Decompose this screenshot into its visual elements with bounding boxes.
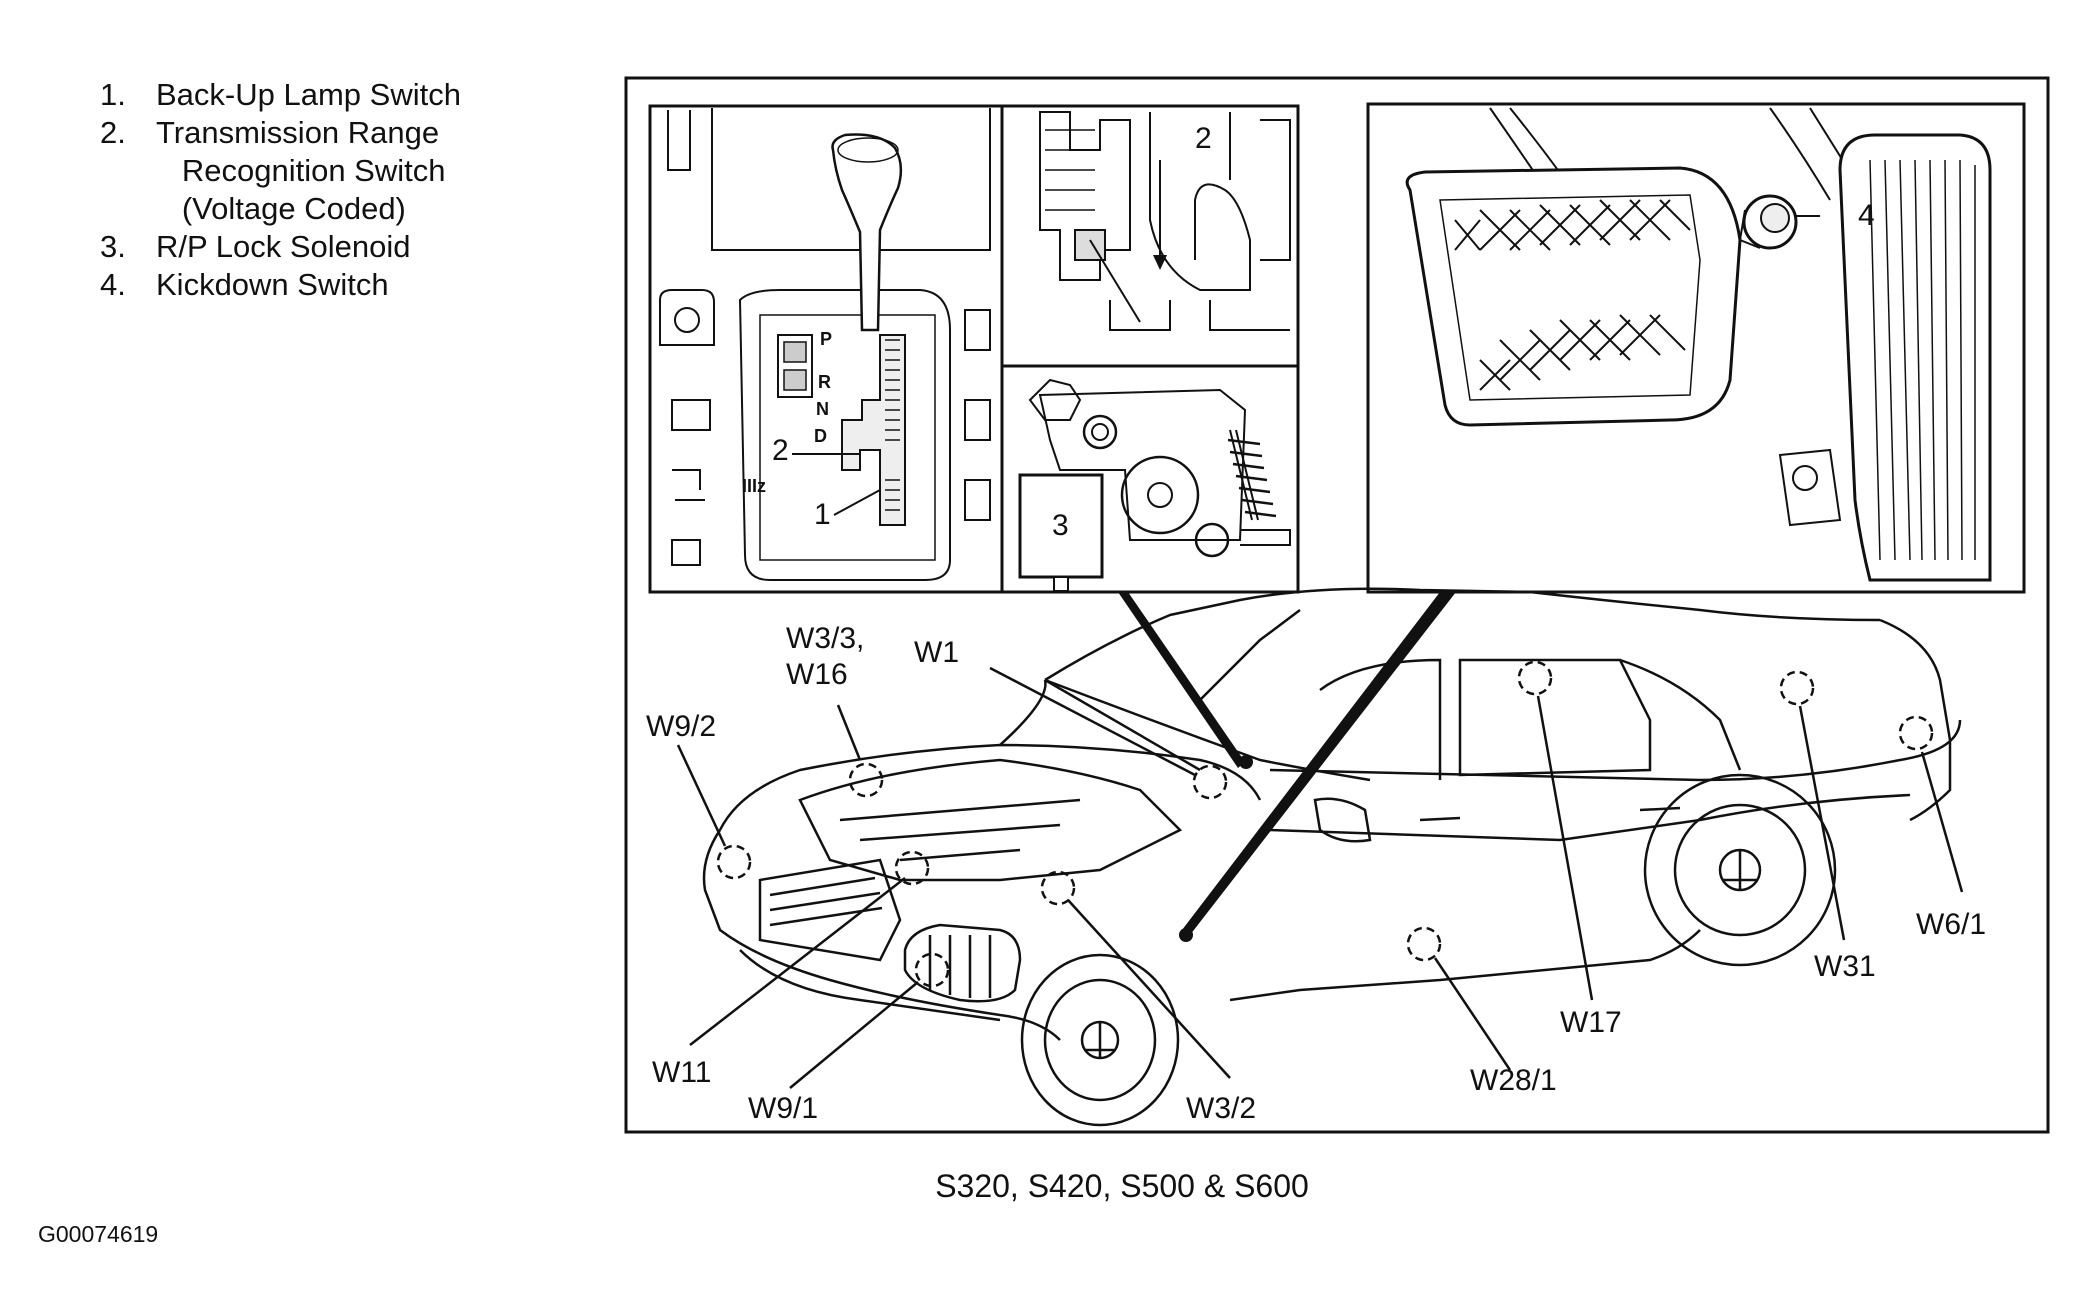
gear-letter-n: N [816,399,829,419]
return-spring [1227,438,1277,518]
vehicle-outline [702,587,1962,1127]
solenoid-inset: 3 [1000,364,1300,594]
legend-text: R/P Lock Solenoid [156,229,411,264]
marker-w11 [894,850,930,886]
label-w1: W1 [914,636,959,669]
callout-2-shifter: 2 [772,434,789,467]
label-w9-1: W9/1 [748,1092,818,1125]
legend-number: 1. [100,77,126,112]
marker-w1 [1192,764,1228,800]
inset-pointer [1182,592,1456,935]
shifter-inset: P R N D IIIz 2 1 [648,104,1004,594]
label-w28-1: W28/1 [1470,1064,1557,1097]
lock-cam [1120,455,1200,535]
callout-3: 3 [1052,509,1069,542]
label-w3-3: W3/3, [786,622,864,655]
callout-4: 4 [1858,199,1875,232]
inset-pointer [1118,592,1245,768]
legend-number: 3. [100,229,126,264]
label-w9-2: W9/2 [646,710,716,743]
legend-number: 2. [100,115,126,150]
range-switch-inset: 2 [1000,104,1300,368]
label-w6-1: W6/1 [1916,908,1986,941]
legend-item: 3. R/P Lock Solenoid [100,228,461,266]
console-panel [711,108,991,251]
marker-w28-1 [1406,926,1442,962]
legend-item: 1. Back-Up Lamp Switch [100,76,461,114]
gear-letter-d: D [814,426,827,446]
marker-w6-1 [1898,715,1934,751]
leader-lines [676,666,1964,1089]
svg-text:IIIz: IIIz [742,476,766,496]
marker-w3-3 [848,762,884,798]
shifter-inset-frame [648,104,1004,594]
rp-lock-solenoid-body [1018,473,1104,579]
diagram-frame [624,76,2050,1134]
marker-w3-2 [1040,870,1076,906]
shift-knob [831,133,903,332]
marker-w9-2 [716,844,752,880]
legend-number: 4. [100,267,126,302]
label-w11: W11 [652,1056,711,1089]
marker-w31 [1779,670,1815,706]
label-w31: W31 [1814,950,1876,983]
marker-w9-1 [914,952,950,988]
callout-2-switch: 2 [1195,122,1212,155]
label-w3-2: W3/2 [1186,1092,1256,1125]
label-w17: W17 [1560,1006,1622,1039]
legend-text: Kickdown Switch [156,267,389,302]
legend-item: 2. Transmission Range Recognition Switch… [100,114,461,228]
marker-w17 [1517,660,1553,696]
label-w16: W16 [786,658,848,691]
kickdown-inset: 4 [1366,102,2026,594]
gear-gate [841,334,906,526]
gear-letter-r: R [818,372,831,392]
legend-item: 4. Kickdown Switch [100,266,461,304]
solenoid-bracket [1038,388,1247,541]
legend-text: Transmission Range Recognition Switch (V… [156,115,446,226]
callout-1-shifter: 1 [814,498,831,531]
legend: 1. Back-Up Lamp Switch 2. Transmission R… [100,76,461,304]
ground-location-markers [716,660,1934,988]
figure-id: G00074619 [38,1221,159,1247]
gear-letter-p: P [820,329,832,349]
gate-surround [738,289,951,581]
diagram-caption: S320, S420, S500 & S600 [935,1168,1309,1204]
legend-text: Back-Up Lamp Switch [156,77,461,112]
brake-pedal-pad [1405,166,1742,427]
